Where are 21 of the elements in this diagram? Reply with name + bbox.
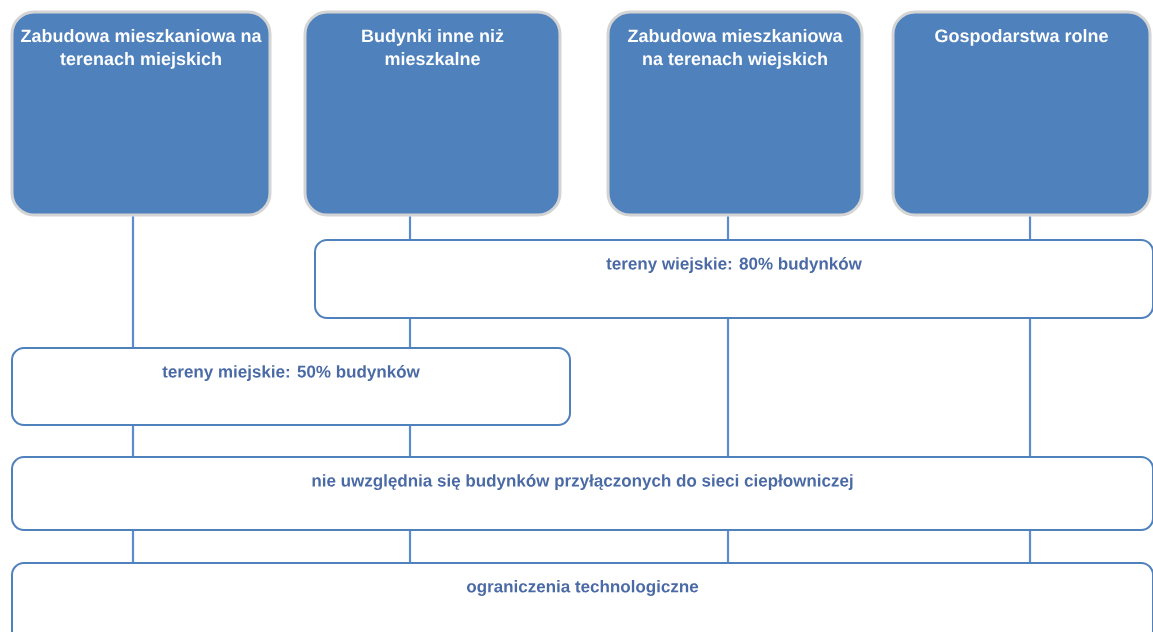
category-box: Zabudowa mieszkaniowa na terenach wiejskich (606, 10, 864, 217)
connector-line (408, 216, 412, 239)
category-box: Zabudowa mieszkaniowa na terenach miejskich (10, 10, 272, 217)
category-box: Budynki inne niż mieszkalne (303, 10, 562, 217)
connector-line (408, 426, 412, 456)
condition-band: tereny wiejskie: 80% budynków (314, 239, 1153, 319)
connector-line (131, 216, 135, 347)
connector-line (1028, 531, 1032, 562)
connector-line (408, 319, 412, 347)
condition-band: tereny miejskie: 50% budynków (11, 347, 571, 426)
category-box: Gospodarstwa rolne (891, 10, 1152, 217)
connector-line (1028, 216, 1032, 239)
connector-line (131, 531, 135, 562)
condition-band: ograniczenia technologiczne (11, 562, 1153, 632)
condition-band: nie uwzględnia się budynków przyłączonych do sieci ciepłowniczej (11, 456, 1153, 531)
connector-line (726, 319, 730, 456)
connector-line (408, 531, 412, 562)
connector-line (726, 531, 730, 562)
connector-line (726, 216, 730, 239)
connector-line (1028, 319, 1032, 456)
connector-line (131, 426, 135, 456)
